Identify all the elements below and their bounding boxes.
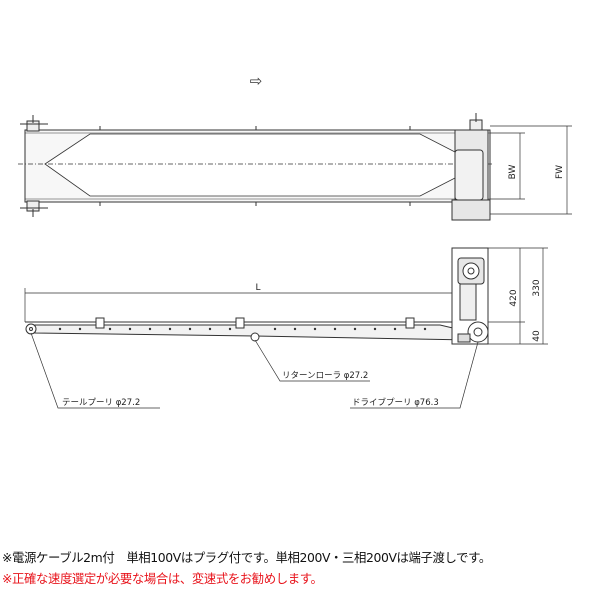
bw-label: BW bbox=[508, 165, 518, 180]
return-roller-label: リターンローラ φ27.2 bbox=[282, 371, 368, 381]
belt-opening bbox=[44, 133, 456, 197]
height-40-label: 40 bbox=[532, 330, 542, 342]
length-label: L bbox=[255, 283, 260, 293]
width-dimensions bbox=[490, 125, 572, 215]
note-power-cable: ※電源ケーブル2m付 単相100Vはプラグ付です。単相200V・三相200Vは端… bbox=[2, 550, 491, 565]
note-speed-selection: ※正確な速度選定が必要な場合は、変速式をお勧めします。 bbox=[2, 571, 323, 586]
height-dimensions bbox=[488, 247, 548, 345]
fw-label: FW bbox=[555, 165, 565, 179]
top-view bbox=[18, 113, 492, 221]
direction-arrow-icon: ⇨ bbox=[250, 72, 263, 90]
tail-pulley-shape bbox=[25, 323, 37, 335]
leader-lines bbox=[30, 332, 479, 409]
tail-pulley-label: テールプーリ φ27.2 bbox=[62, 398, 140, 408]
return-roller-shape bbox=[250, 332, 260, 342]
height-330-label: 330 bbox=[532, 279, 542, 296]
length-dimension bbox=[24, 288, 456, 322]
conveyor-drawing: ⇨ B bbox=[18, 72, 572, 409]
drive-pulley-label: ドライブプーリ φ76.3 bbox=[352, 397, 439, 408]
side-view bbox=[25, 247, 489, 345]
drive-pulley-shape bbox=[467, 321, 489, 343]
height-420-label: 420 bbox=[509, 289, 519, 306]
